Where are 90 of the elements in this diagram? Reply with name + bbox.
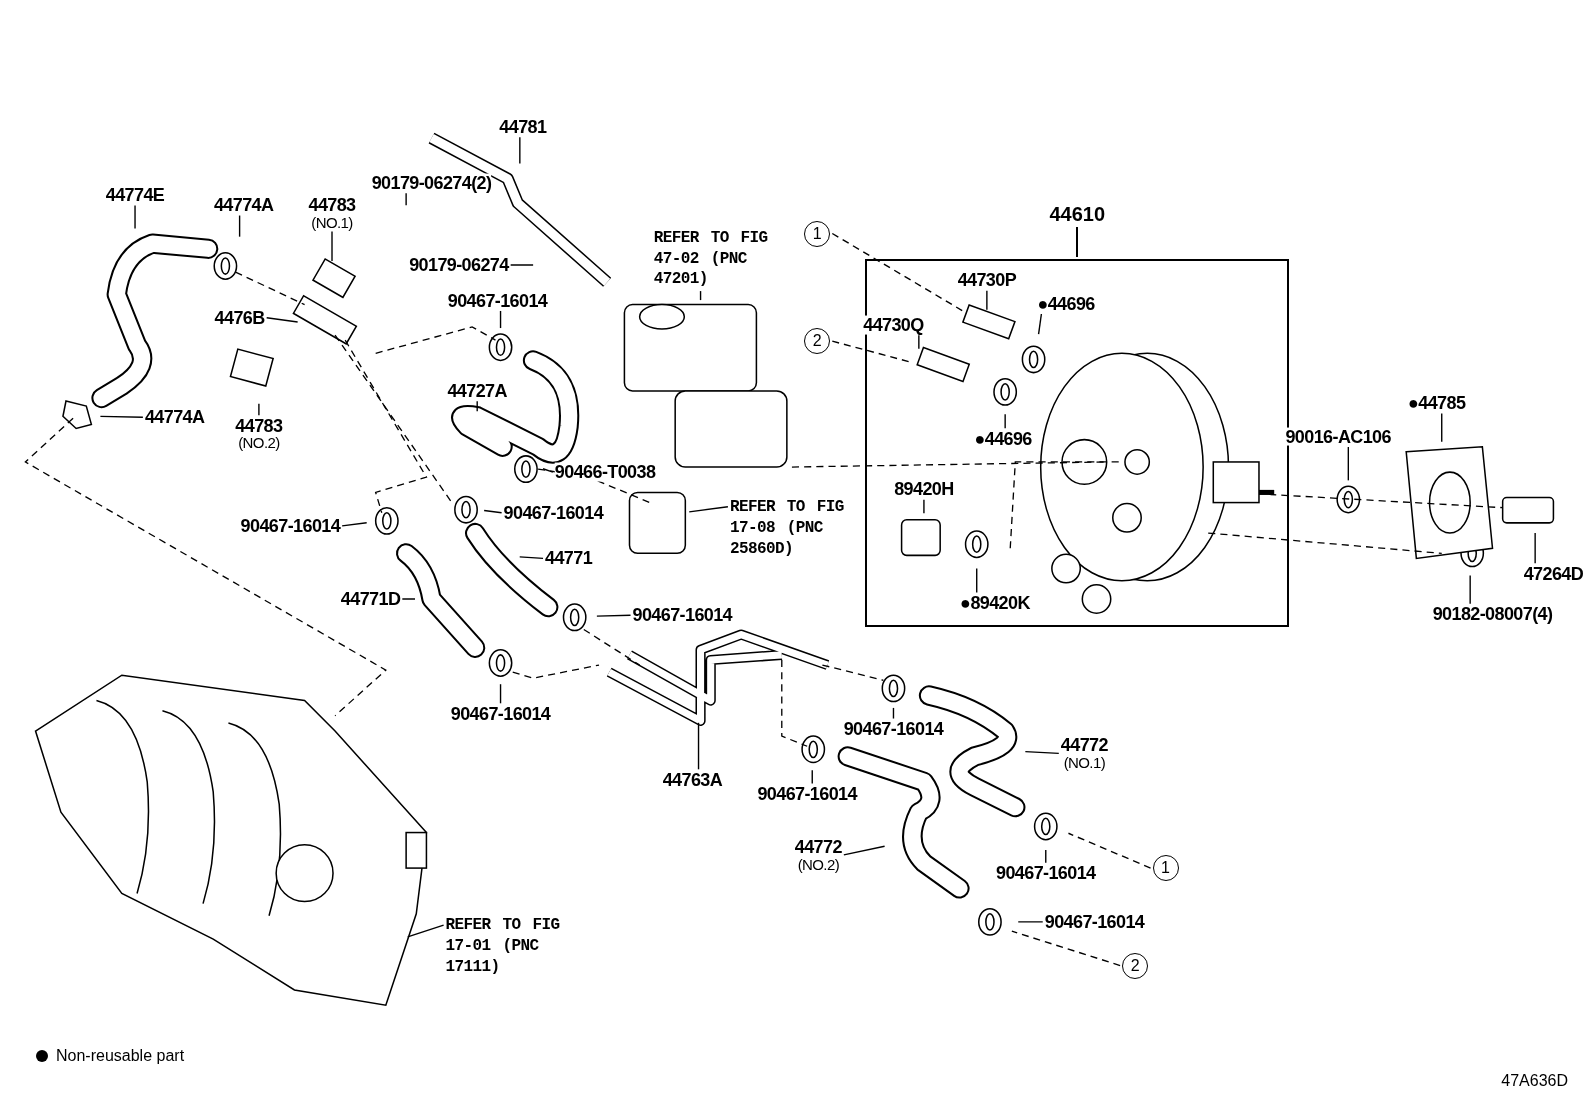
part-number: 90182-08007(4) [1432,604,1553,624]
leader-line [697,722,700,770]
part-number: 89420H [894,479,954,499]
leader-line [1067,832,1152,869]
callout-number: 1 [1152,855,1179,882]
part-number: 90467-16014 [1044,912,1145,932]
leader-line [1534,532,1536,564]
leader-line [265,317,299,323]
leader-line [519,556,544,560]
leader-line [509,264,534,266]
part-number: 4476B [214,308,265,328]
leader-line [843,845,886,856]
part-number: 44772 [794,837,842,857]
leader-line [923,499,925,514]
part-number: 90179-06274 [409,255,509,275]
leader-line [99,415,144,418]
leader-line [483,509,503,514]
leader-line [476,400,478,412]
part-number: 44610 [1049,203,1106,227]
leader-line [892,707,895,720]
leader-line [499,310,502,329]
part-number: 44772 [1060,736,1108,755]
part-number: 44774A [144,407,205,427]
part-variant: (NO.1) [311,214,353,231]
leader-line [1469,574,1471,605]
part-number: 44783 [235,416,283,436]
part-number: 47264D [1523,564,1584,584]
leader-line [1004,413,1006,429]
leader-line [407,924,445,938]
part-number: 90467-16014 [843,719,944,739]
part-number: 90467-16014 [632,605,733,625]
part-number: 44771 [545,548,593,568]
leader-line [1441,412,1443,443]
leader-line [1347,446,1350,482]
leader-line [699,290,702,301]
callout-number: 2 [804,328,831,355]
leader-line [831,340,910,363]
part-number: 90467-16014 [996,863,1096,883]
part-number: 44771D [340,589,401,609]
reference-note: REFER TO FIG 17-08 (PNC 25860D) [729,496,845,560]
part-number: 90467-16014 [240,516,341,536]
leader-line [1037,313,1043,335]
part-number: 44763A [662,770,723,790]
part-variant: (NO.2) [797,856,840,873]
leader-line [499,683,502,704]
callout-number: 1 [804,220,831,247]
part-number: ●44696 [1037,294,1095,313]
part-number: 44774A [213,195,274,215]
leader-line [596,614,632,617]
leader-line [401,598,416,600]
leader-line [976,567,978,594]
leader-line [238,214,241,238]
figure-code: 47A636D [1501,1072,1568,1090]
leader-line [405,192,407,206]
leader-line [1024,750,1060,755]
part-number: 90016-AC106 [1285,427,1391,446]
part-number: ●44785 [1408,393,1466,413]
part-number: 90467-16014 [757,784,857,804]
part-number: ●44696 [974,429,1032,449]
leader-line [519,136,521,165]
leader-line [918,334,920,350]
legend-text: Non-reusable part [56,1047,185,1065]
reference-note: REFER TO FIG 47-02 (PNC 47201) [653,227,769,291]
part-number: 90467-16014 [450,704,551,724]
part-number: 44783 [308,195,356,215]
part-variant: (NO.1) [1063,754,1106,771]
callout-number: 2 [1122,952,1149,979]
part-number: 44730P [957,270,1017,290]
part-variant: (NO.2) [238,435,280,451]
leader-line [341,522,368,527]
leader-line [1011,930,1121,967]
part-number: 90466-T0038 [554,462,656,482]
leader-line [258,403,260,416]
leader-line [542,468,554,473]
leader-line [1017,921,1044,923]
leader-line [688,506,729,513]
leader-line [1045,849,1047,864]
part-number: 44727A [447,381,507,401]
leader-line [811,769,813,785]
leader-line [134,204,136,230]
part-number: ●89420K [960,593,1030,613]
part-number: 44781 [499,117,547,137]
part-number: 44774E [105,185,165,205]
leader-line [986,289,988,311]
part-number: 90467-16014 [447,291,548,310]
part-number: 90467-16014 [503,503,604,523]
part-number: 90179-06274(2) [371,173,492,193]
leader-line [331,230,333,262]
reference-note: REFER TO FIG 17-01 (PNC 17111) [445,915,561,978]
part-number: 44730Q [863,315,924,335]
